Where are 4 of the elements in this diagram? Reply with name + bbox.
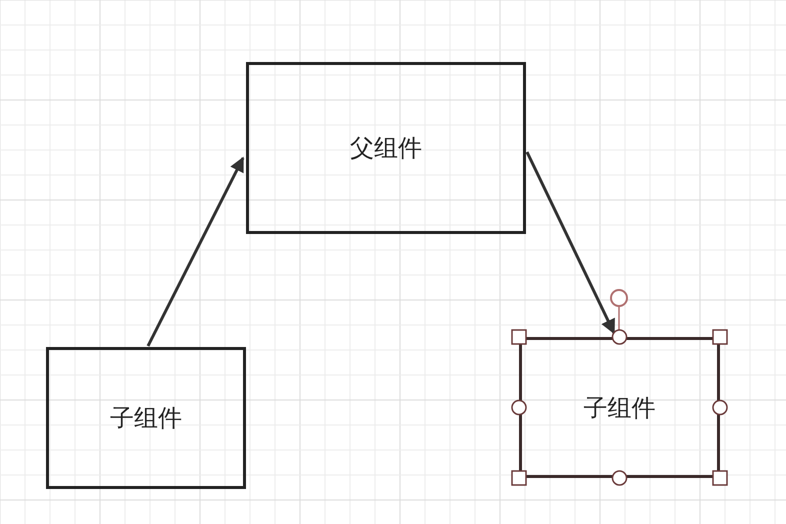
arrow bbox=[146, 156, 244, 347]
process-box: 父组件 bbox=[246, 62, 526, 234]
arrow bbox=[526, 151, 616, 334]
process-box: 子组件 bbox=[46, 347, 246, 489]
